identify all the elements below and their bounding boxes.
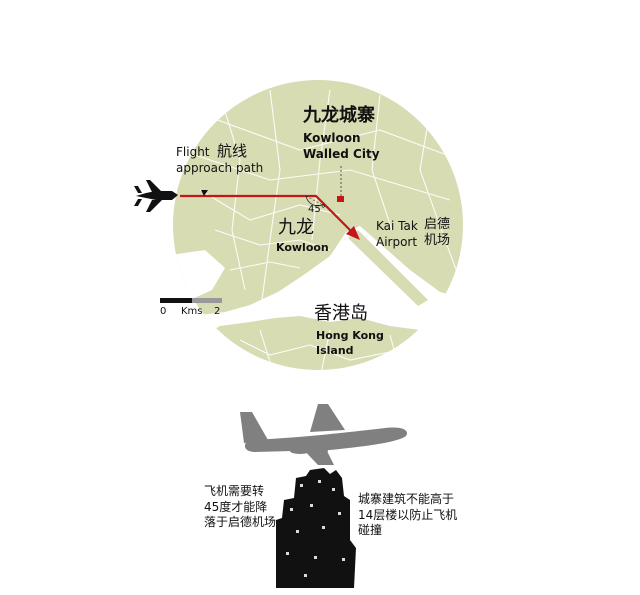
angle-arc: [305, 195, 325, 207]
walled-city-en-line2: Walled City: [303, 147, 380, 161]
scale-zero: 0: [160, 306, 167, 317]
scale-two: 2: [214, 306, 221, 317]
hk-island-en-line2: Island: [316, 344, 354, 357]
flight-label-cn: 航线: [217, 142, 248, 160]
hk-island-cn-label: 香港岛: [314, 303, 368, 324]
street-network: [179, 89, 461, 370]
hk-island-en-line1: Hong Kong: [316, 329, 384, 342]
kowloon-en-label: Kowloon: [276, 241, 329, 254]
flight-label-line2: approach path: [176, 161, 264, 175]
kaitak-cn-line1: 启德: [424, 217, 451, 232]
route-arrowhead: [346, 226, 360, 240]
walled-city-cn-label: 九龙城寨: [303, 105, 375, 126]
kaitak-cn-line2: 机场: [424, 233, 451, 248]
note-turn-45: 飞机需要转45度才能降落于启德机场: [204, 484, 277, 530]
aircraft-silhouette: [240, 404, 408, 465]
flight-label-line1: Flight: [176, 145, 210, 159]
kai-tak-runway: [348, 230, 428, 306]
walled-city-en-line1: Kowloon: [303, 131, 361, 145]
plane-icon: [134, 180, 178, 212]
scale-bar: [160, 298, 222, 303]
scale-unit: Kms: [181, 306, 203, 317]
kowloon-cn-label: 九龙: [278, 217, 314, 238]
walled-city-marker: [337, 196, 344, 202]
note-height-limit: 城寨建筑不能高于14层楼以防止飞机碰撞: [358, 492, 458, 538]
kaitak-en-line1: Kai Tak: [376, 219, 418, 233]
angle-label: 45°: [308, 204, 326, 215]
tower-block-silhouette: [276, 468, 356, 588]
kaitak-en-line2: Airport: [376, 235, 418, 249]
flight-label-pointer: [201, 190, 208, 196]
flight-approach-path: [180, 194, 353, 233]
